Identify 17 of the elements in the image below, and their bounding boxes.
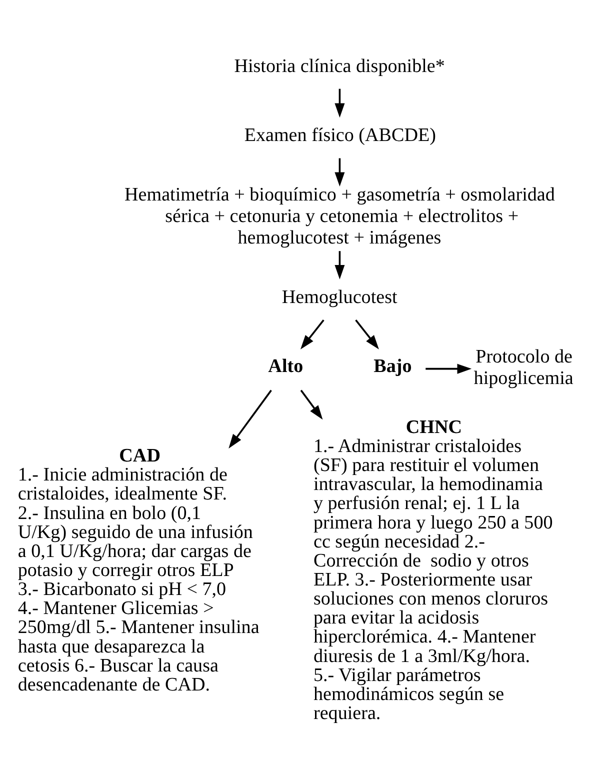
arrow xyxy=(355,319,379,349)
arrow xyxy=(426,363,472,374)
node-text: Protocolo de hipoglicemia xyxy=(474,346,574,389)
arrow xyxy=(228,389,272,448)
arrow xyxy=(334,88,345,118)
arrow xyxy=(334,250,345,279)
node-text: Hemoglucotest xyxy=(282,286,398,308)
node-text: Bajo xyxy=(374,356,412,377)
arrow xyxy=(300,389,323,420)
arrow xyxy=(334,158,345,186)
node-text: Historia clínica disponible* xyxy=(234,55,445,76)
arrow xyxy=(300,319,324,349)
node-text: CAD 1.- Inicie administración de cristaloides, idealmente SF. 2.- Insulina en bolo (0,1 U/Kg) seguido de una infusión a 0,1 U/Kg/hora; dar cargas de potasio y corregir otros ELP 3.- Bicarbonato si pH < 7,0 4.- Mantener Glicemias > 250mg/dl 5.- Mantener insulina hasta que desaparezca la cetosis 6.- Buscar la causa desencadenante de CAD. xyxy=(18,445,260,695)
node-text: CHNC 1.- Administrar cristaloides (SF) para restituir el volumen intravascular, la hemodinamia y perfusión renal; ej. 1 L la primera hora y luego 250 a 500 cc según necesidad 2.- Corrección de sodio y otros ELP. 3.- Posteriormente usar soluciones con menos cloruros para evitar la acidosis hiperclorémica. 4.- Mantener diuresis de 1 a 3ml/Kg/hora. 5.- Vigilar parámetros hemodinámicos según se requiera. xyxy=(313,416,553,724)
node-text: Alto xyxy=(268,356,304,377)
node-text: Examen físico (ABCDE) xyxy=(244,124,436,146)
node-text: Hematimetría + bioquímico + gasometría + osmolaridad sérica + cetonuria y cetonemia + electrolitos + hemoglucotest + imágenes xyxy=(124,184,555,248)
